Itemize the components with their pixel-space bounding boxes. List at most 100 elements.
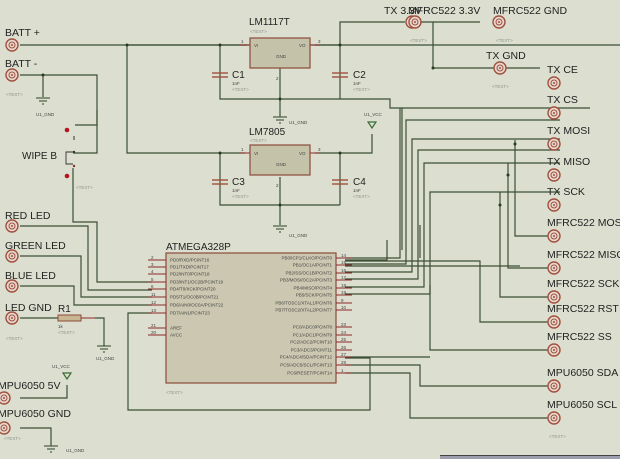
terminal-tx-sck[interactable]: TX SCK [547,186,585,212]
terminal-tx-ce[interactable]: TX CE [547,64,578,90]
terminal-label: MPU6050 SCL [547,399,617,411]
terminal-batt-minus[interactable]: BATT -<TEXT> [5,58,38,97]
terminal-mfrc-rst[interactable]: MFRC522 RST [547,303,619,329]
terminal-mpu-gnd[interactable]: MPU6050 GND<TEXT> [0,408,71,441]
terminal-mfrc-miso[interactable]: MFRC522 MISO [547,249,620,275]
terminal-mfrc-gnd[interactable]: MFRC522 GND<TEXT> [492,5,568,43]
regulator-name: LM7805 [249,127,286,138]
text-placeholder: <TEXT> [6,336,23,341]
terminal-mfrc-mosi[interactable]: MFRC522 MOSI [547,217,620,243]
terminal-blue-led[interactable]: BLUE LED [5,270,56,293]
regulator-lm7805[interactable]: LM7805 <TEXT> VI VO 1 3 GND 2 [240,127,321,188]
terminal-label: MFRC522 SCK [547,278,619,290]
pin-num: 3 [318,147,321,152]
wires [20,21,620,446]
cap-name: C4 [353,177,366,188]
terminal-mpu-sda[interactable]: MPU6050 SDA [547,367,618,393]
terminal-label: TX MISO [547,156,590,168]
switch-wipe-b[interactable]: WIPE B <TEXT> [22,127,93,190]
regulator-lm1117t[interactable]: LM1117T <TEXT> VI VO 1 3 GND 2 [240,17,321,81]
pin-gnd: GND [276,54,287,59]
terminal-label: BLUE LED [5,270,56,282]
terminal-mpu-5v[interactable]: MPU6050 5V [0,380,60,405]
terminal-tx-cs[interactable]: TX CS [547,94,578,120]
pin-name: PC5/ADC5/SCL/PCINT13 [280,363,332,368]
pin-number: 20 [151,330,157,335]
status-bar [440,455,620,459]
pin-vo: VO [299,43,306,48]
terminal-label: MFRC522 MOSI [547,217,620,229]
text-placeholder: <TEXT> [353,194,370,199]
cap-name: C2 [353,70,366,81]
pin-number: 12 [151,300,157,305]
terminal-batt-plus[interactable]: BATT + [5,27,40,52]
terminal-tx-gnd[interactable]: TX GND<TEXT> [486,50,526,89]
text-placeholder: <TEXT> [58,330,75,335]
terminal-mfrc-ss[interactable]: MFRC522 SS [547,331,612,357]
pin-number: 24 [341,330,347,335]
cap-value: 1nF [353,188,361,193]
capacitor-c4[interactable]: C4 1nF <TEXT> [332,177,370,199]
terminal-label: MPU6050 GND [0,408,71,420]
regulator-name: LM1117T [249,17,290,28]
text-placeholder: <TEXT> [492,84,509,89]
capacitor-c2[interactable]: C2 1nF <TEXT> [332,70,370,92]
pin-name: PB2/SS/OC1B/PCINT2 [285,271,332,276]
terminal-green-led[interactable]: GREEN LED [5,240,66,263]
gnd-label: U1_GND [36,112,55,117]
gnd-label: U1_GND [96,356,115,361]
vcc-symbol: U1_VCC [52,364,73,381]
resistor-r1[interactable]: R1 1k <TEXT> [57,304,95,335]
terminal-red-led[interactable]: RED LED [5,210,51,233]
terminal-mpu-scl[interactable]: MPU6050 SCL<TEXT> [547,399,617,439]
resistor-name: R1 [58,304,71,315]
pin-number: 13 [151,308,157,313]
terminal-tx-mosi[interactable]: TX MOSI [547,125,590,151]
terminal-tx-miso[interactable]: TX MISO [547,156,590,182]
ground-symbol: U1_GND [36,97,55,117]
pin-name: PD6/AIN0/OC0A/PCINT22 [170,303,224,308]
pin-number: 15 [341,260,347,265]
pin-num: 1 [241,39,244,44]
terminal-mfrc-33[interactable]: MFRC522 3.3V<TEXT> [408,5,480,43]
pin-num: 1 [241,147,244,152]
vcc-label: U1_VCC [364,112,383,117]
capacitor-c3[interactable]: C3 1nF <TEXT> [212,177,249,199]
terminal-mfrc-sck[interactable]: MFRC522 SCK [547,278,619,304]
text-placeholder: <TEXT> [76,185,93,190]
pin-number: 9 [341,298,344,303]
pin-number: 27 [341,352,347,357]
pin-num: 2 [276,183,279,188]
terminal-label: TX SCK [547,186,585,198]
terminal-led-gnd[interactable]: LED GND<TEXT> [5,302,52,341]
capacitor-c1[interactable]: C1 1nF <TEXT> [212,70,249,92]
pin-number: 26 [341,345,347,350]
